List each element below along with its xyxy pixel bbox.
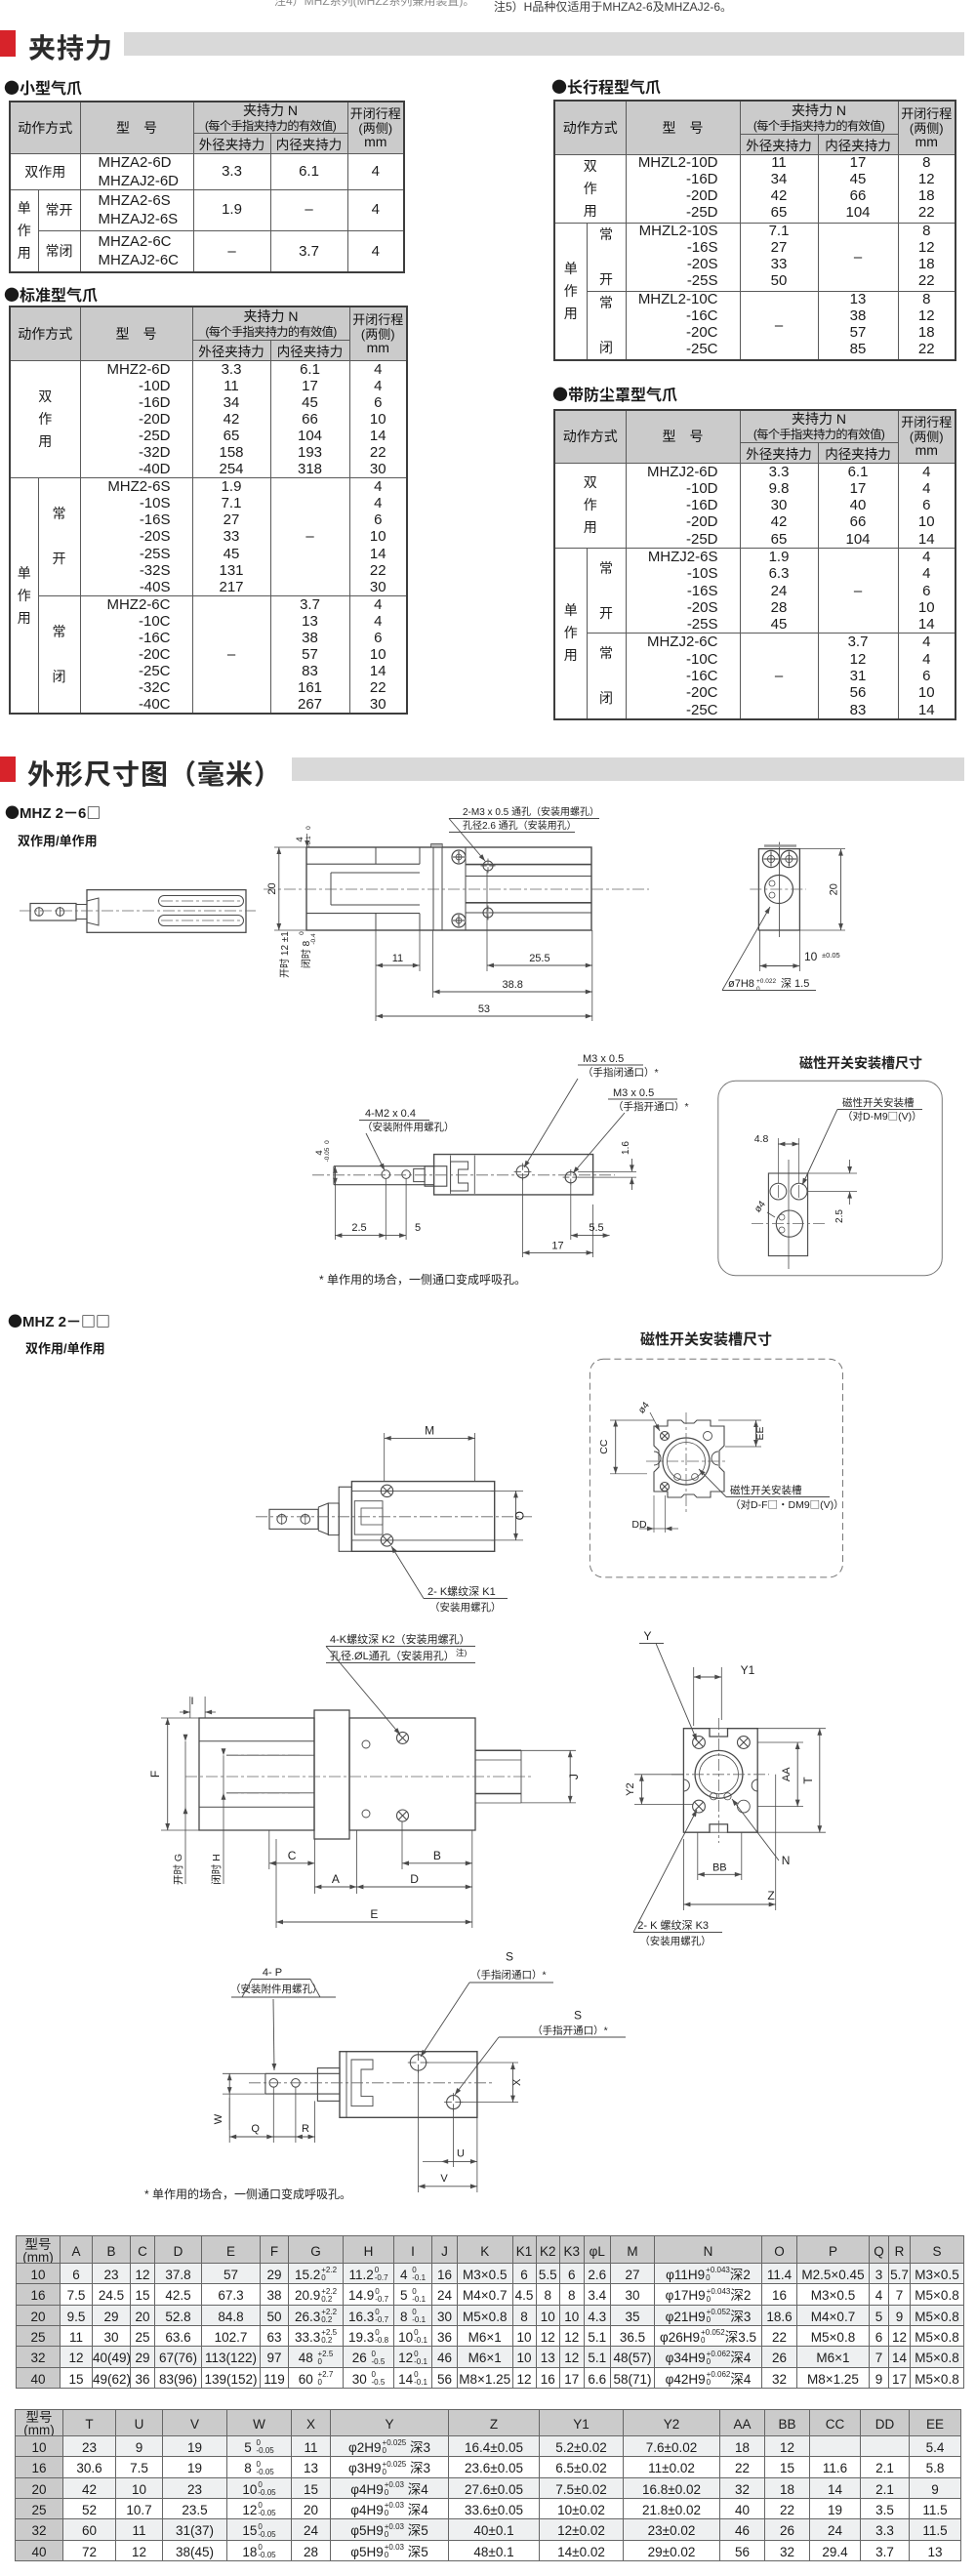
svg-text:S: S	[506, 1948, 513, 1965]
svg-text:孔径.ØL通孔（安装用孔）: 孔径.ØL通孔（安装用孔）	[330, 1648, 455, 1663]
svg-text:孔径2.6 通孔（安装用孔）: 孔径2.6 通孔（安装用孔）	[463, 817, 577, 832]
svg-text:4-M2 x 0.4: 4-M2 x 0.4	[365, 1105, 416, 1121]
svg-text:4: 4	[311, 1150, 325, 1155]
svg-text:M: M	[425, 1421, 434, 1438]
svg-text:（安装附件用螺孔）: （安装附件用螺孔）	[362, 1120, 455, 1134]
svg-text:E: E	[370, 1905, 378, 1922]
svg-text:38.8: 38.8	[502, 976, 522, 992]
svg-text:17: 17	[551, 1237, 563, 1252]
svg-text:-0.05: -0.05	[321, 1147, 331, 1162]
svg-text:+0.022: +0.022	[756, 975, 776, 985]
svg-text:Q: Q	[251, 2120, 260, 2136]
svg-text:M3 x 0.5: M3 x 0.5	[613, 1084, 654, 1100]
svg-text:4- P: 4- P	[263, 1964, 282, 1980]
svg-text:0: 0	[321, 1140, 331, 1144]
svg-text:1.6: 1.6	[617, 1141, 631, 1155]
svg-text:2.5: 2.5	[831, 1209, 845, 1223]
svg-text:0: 0	[303, 826, 312, 830]
svg-text:（对D-M9□(V)）: （对D-M9□(V)）	[842, 1109, 922, 1124]
svg-text:（手指闭通口）*: （手指闭通口）*	[470, 1967, 547, 1982]
svg-text:X: X	[508, 2078, 524, 2086]
svg-text:CC: CC	[596, 1439, 611, 1454]
svg-text:J: J	[565, 1774, 582, 1779]
svg-text:11: 11	[392, 950, 403, 965]
svg-text:AA: AA	[778, 1767, 793, 1781]
svg-text:T: T	[799, 1777, 816, 1784]
svg-text:（安装用螺孔）: （安装用螺孔）	[639, 1934, 712, 1948]
svg-text:磁性开关安装槽: 磁性开关安装槽	[730, 1483, 802, 1497]
svg-text:20: 20	[264, 882, 279, 894]
svg-text:2- K 螺纹深 K3: 2- K 螺纹深 K3	[637, 1917, 709, 1933]
svg-text:R: R	[302, 2120, 309, 2136]
svg-text:20: 20	[826, 883, 841, 895]
svg-text:V: V	[440, 2170, 448, 2186]
svg-text:（对D-F□·DM9□(V)）: （对D-F□·DM9□(V)）	[730, 1497, 844, 1512]
svg-text:B: B	[433, 1847, 441, 1863]
svg-text:（安装附件用螺孔）: （安装附件用螺孔）	[230, 1982, 323, 1996]
svg-text:开时 12 ±1: 开时 12 ±1	[276, 931, 291, 978]
svg-text:Y2: Y2	[622, 1782, 637, 1795]
svg-text:I: I	[190, 1693, 193, 1708]
svg-text:O: O	[511, 1511, 528, 1520]
svg-text:D: D	[410, 1870, 419, 1887]
svg-text:25.5: 25.5	[529, 950, 549, 965]
svg-text:（手指闭通口）*: （手指闭通口）*	[583, 1065, 659, 1080]
svg-text:磁性开关安装槽尺寸: 磁性开关安装槽尺寸	[640, 1329, 772, 1349]
svg-text:BB: BB	[712, 1859, 727, 1874]
svg-text:DD: DD	[631, 1517, 647, 1532]
svg-text:ø4: ø4	[750, 1197, 768, 1215]
svg-text:5.5: 5.5	[589, 1219, 603, 1235]
svg-text:M3 x 0.5: M3 x 0.5	[583, 1050, 624, 1066]
svg-text:S: S	[574, 2006, 582, 2023]
svg-text:Z: Z	[767, 1887, 774, 1903]
svg-text:闭时 H: 闭时 H	[209, 1854, 224, 1885]
svg-text:4.8: 4.8	[754, 1131, 769, 1146]
svg-text:5: 5	[415, 1219, 421, 1235]
svg-text:A: A	[332, 1870, 340, 1887]
svg-text:10: 10	[804, 948, 818, 964]
svg-text:2-M3 x 0.5 通孔（安装用螺孔）: 2-M3 x 0.5 通孔（安装用螺孔）	[463, 803, 599, 818]
svg-text:F: F	[146, 1771, 163, 1778]
svg-text:Y1: Y1	[741, 1661, 755, 1678]
svg-text:U: U	[457, 2145, 465, 2160]
svg-text:53: 53	[478, 1001, 490, 1016]
svg-text:EE: EE	[752, 1426, 767, 1440]
svg-text:（安装用螺孔）: （安装用螺孔）	[429, 1600, 502, 1615]
svg-text:深 1.5: 深 1.5	[781, 975, 809, 991]
svg-text:闭时 8: 闭时 8	[298, 940, 312, 968]
svg-text:±0.05: ±0.05	[822, 950, 840, 961]
svg-text:C: C	[288, 1847, 297, 1863]
svg-text:0: 0	[296, 931, 305, 935]
svg-text:（手指开通口）*: （手指开通口）*	[613, 1099, 689, 1114]
svg-text:开时 G: 开时 G	[171, 1854, 185, 1885]
svg-text:（手指开通口）*: （手指开通口）*	[532, 2024, 608, 2038]
svg-text:4-K螺纹深 K2（安装用螺孔）: 4-K螺纹深 K2（安装用螺孔）	[330, 1631, 470, 1647]
svg-text:2- K螺纹深 K1: 2- K螺纹深 K1	[427, 1583, 496, 1599]
svg-text:磁性开关安装槽: 磁性开关安装槽	[842, 1095, 915, 1110]
svg-text:ø7H8: ø7H8	[728, 975, 754, 991]
svg-text:* 单作用的场合，一侧通口变成呼吸孔。: * 单作用的场合，一侧通口变成呼吸孔。	[319, 1271, 526, 1288]
svg-text:W: W	[210, 2113, 225, 2124]
svg-text:2.5: 2.5	[351, 1219, 366, 1235]
svg-text:-0.4: -0.4	[307, 933, 317, 945]
svg-text:* 单作用的场合，一侧通口变成呼吸孔。: * 单作用的场合，一侧通口变成呼吸孔。	[144, 2186, 351, 2202]
svg-text:ø4: ø4	[633, 1398, 652, 1416]
svg-text:Y: Y	[643, 1627, 651, 1644]
svg-text:注): 注)	[456, 1647, 468, 1658]
svg-text:4: 4	[292, 837, 305, 841]
svg-text:磁性开关安装槽尺寸: 磁性开关安装槽尺寸	[799, 1053, 922, 1073]
svg-text:N: N	[782, 1852, 791, 1868]
svg-text:0: 0	[756, 983, 760, 993]
